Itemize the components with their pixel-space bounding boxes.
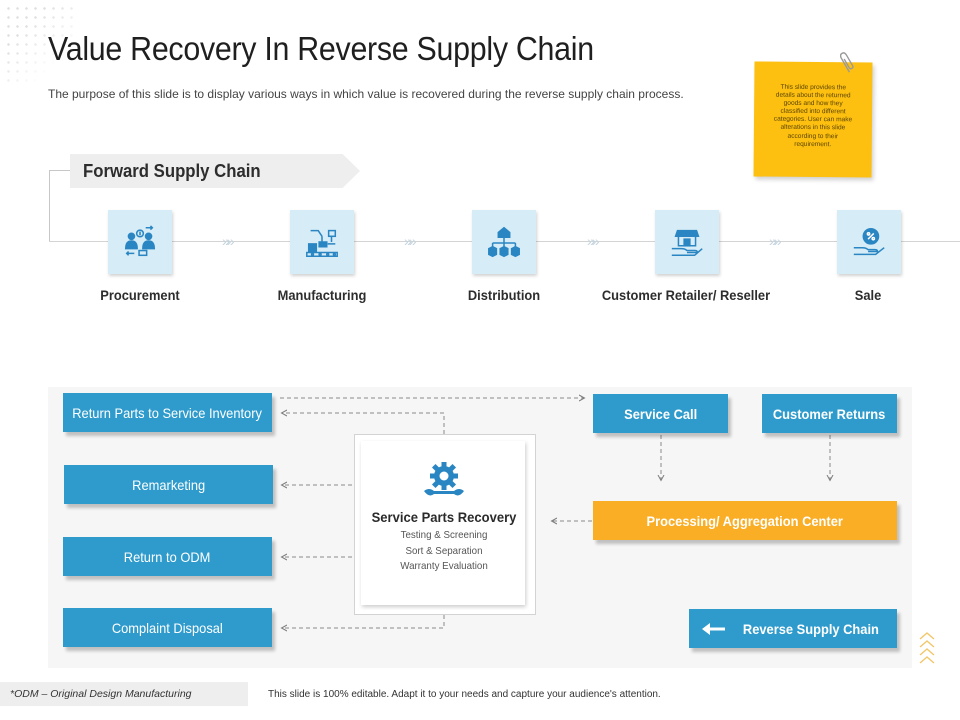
- forward-chain-banner: [70, 154, 360, 188]
- editable-note: This slide is 100% editable. Adapt it to…: [268, 689, 661, 700]
- decorative-dots: [4, 4, 74, 84]
- paperclip-icon: [840, 52, 854, 73]
- left-arrow-icon: [702, 622, 726, 635]
- up-chevrons-icon: [919, 632, 935, 664]
- gear-wrench-icon: [424, 462, 464, 496]
- odm-footnote: *ODM – Original Design Manufacturing: [10, 688, 192, 700]
- page-subtitle: The purpose of this slide is to display …: [48, 87, 684, 101]
- procurement-icon: [108, 210, 172, 274]
- service-parts-line-2: Sort & Separation: [405, 545, 483, 557]
- stage-label-sale: Sale: [854, 287, 882, 303]
- retailer-icon: [655, 210, 719, 274]
- complaint-disposal-box: Complaint Disposal: [63, 608, 272, 647]
- service-parts-line-3: Warranty Evaluation: [400, 560, 488, 572]
- service-parts-title: Service Parts Recovery: [371, 509, 517, 525]
- reverse-chain-label-box: Reverse Supply Chain: [689, 609, 897, 648]
- distribution-icon: [472, 210, 536, 274]
- forward-arrow-1: »»: [222, 233, 234, 249]
- stage-label-distribution: Distribution: [467, 287, 541, 303]
- footnote-box: [0, 682, 248, 706]
- return-to-odm-box: Return to ODM: [63, 537, 272, 576]
- return-parts-box: Return Parts to Service Inventory: [63, 393, 272, 432]
- stage-label-manufacturing: Manufacturing: [277, 287, 367, 303]
- forward-chain-bracket: [49, 170, 73, 242]
- sticky-note: This slide provides the details about th…: [753, 61, 873, 178]
- stage-label-retailer: Customer Retailer/ Reseller: [601, 287, 771, 303]
- stage-label-procurement: Procurement: [100, 287, 180, 303]
- manufacturing-icon: [290, 210, 354, 274]
- forward-chain-heading: Forward Supply Chain: [83, 161, 261, 181]
- forward-arrow-4: »»: [769, 233, 781, 249]
- forward-arrow-3: »»: [587, 233, 599, 249]
- remarketing-box: Remarketing: [64, 465, 273, 504]
- customer-returns-box: Customer Returns: [762, 394, 897, 433]
- sticky-note-text: This slide provides the details about th…: [773, 83, 853, 148]
- processing-center-box: Processing/ Aggregation Center: [593, 501, 897, 540]
- forward-arrow-2: »»: [404, 233, 416, 249]
- service-call-box: Service Call: [593, 394, 728, 433]
- page-title: Value Recovery In Reverse Supply Chain: [48, 30, 594, 67]
- sale-icon: [837, 210, 901, 274]
- service-parts-line-1: Testing & Screening: [400, 529, 488, 541]
